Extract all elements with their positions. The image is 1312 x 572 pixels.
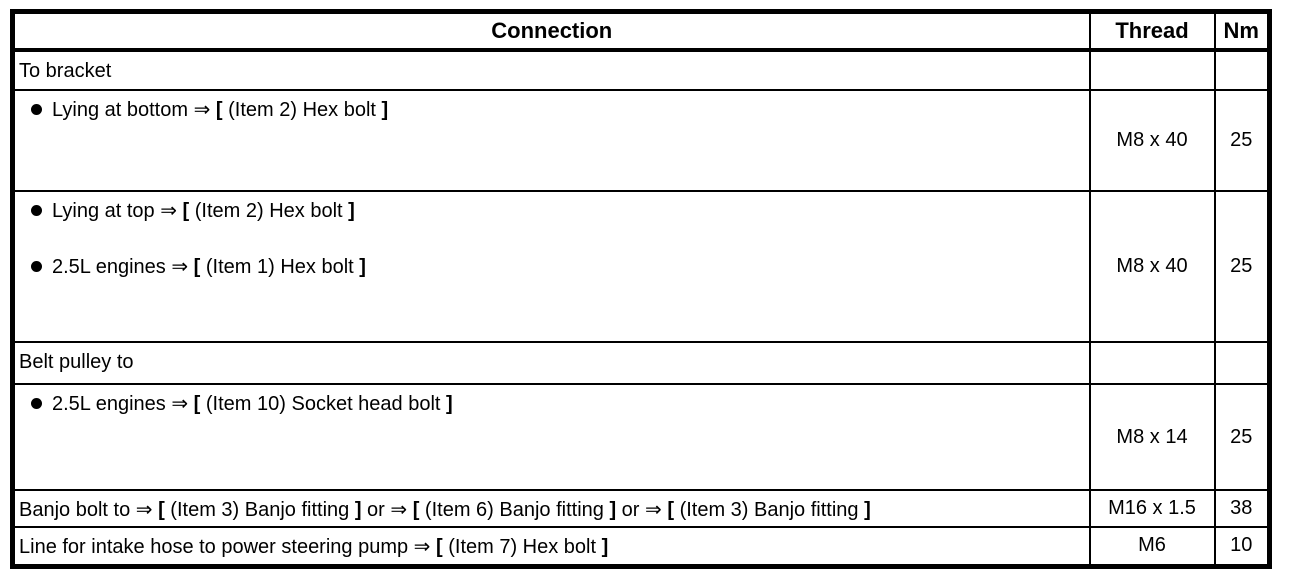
connection-line: Lying at bottom ⇒ [ (Item 2) Hex bolt ] — [19, 98, 1085, 122]
nm-cell: 25 — [1213, 190, 1271, 343]
connection-cell: Lying at bottom ⇒ [ (Item 2) Hex bolt ] — [11, 89, 1091, 192]
thread-cell: M6 — [1088, 526, 1216, 567]
bullet-icon — [31, 398, 42, 409]
connection-text: Banjo bolt to ⇒ [ (Item 3) Banjo fitting… — [19, 499, 871, 521]
connection-cell: Belt pulley to — [11, 341, 1091, 385]
connection-cell: Line for intake hose to power steering p… — [11, 526, 1091, 567]
thread-cell: M8 x 40 — [1088, 89, 1216, 192]
thread-cell — [1088, 341, 1216, 385]
table-row: Banjo bolt to ⇒ [ (Item 3) Banjo fitting… — [11, 489, 1271, 528]
connection-cell: Lying at top ⇒ [ (Item 2) Hex bolt ] 2.5L… — [11, 190, 1091, 343]
connection-text: Lying at top ⇒ [ (Item 2) Hex bolt ] — [52, 200, 355, 222]
table-row: Lying at bottom ⇒ [ (Item 2) Hex bolt ] M… — [11, 89, 1271, 192]
table-row: Lying at top ⇒ [ (Item 2) Hex bolt ] 2.5L… — [11, 190, 1271, 343]
bullet-icon — [31, 205, 42, 216]
thread-cell: M8 x 40 — [1088, 190, 1216, 343]
connection-line: Lying at top ⇒ [ (Item 2) Hex bolt ] — [19, 199, 1085, 223]
nm-cell: 38 — [1213, 489, 1271, 528]
bullet-icon — [31, 261, 42, 272]
connection-text: Lying at bottom ⇒ [ (Item 2) Hex bolt ] — [52, 99, 389, 121]
connection-cell: 2.5L engines ⇒ [ (Item 10) Socket head b… — [11, 383, 1091, 491]
connection-text: Line for intake hose to power steering p… — [19, 536, 609, 558]
thread-cell: M8 x 14 — [1088, 383, 1216, 491]
connection-text: To bracket — [19, 60, 112, 82]
connection-text: Belt pulley to — [19, 351, 134, 373]
connection-line: Banjo bolt to ⇒ [ (Item 3) Banjo fitting… — [19, 498, 1085, 522]
nm-cell: 25 — [1213, 89, 1271, 192]
connection-line: Line for intake hose to power steering p… — [19, 535, 1085, 559]
nm-cell: 10 — [1213, 526, 1271, 567]
table-row: 2.5L engines ⇒ [ (Item 10) Socket head b… — [11, 383, 1271, 491]
nm-cell — [1213, 49, 1271, 91]
table-row: Belt pulley to — [11, 341, 1271, 385]
bullet-icon — [31, 104, 42, 115]
header-connection: Connection — [11, 10, 1091, 52]
nm-cell: 25 — [1213, 383, 1271, 491]
thread-cell — [1088, 49, 1216, 91]
connection-cell: To bracket — [11, 49, 1091, 91]
header-thread: Thread — [1088, 10, 1216, 52]
connection-line: 2.5L engines ⇒ [ (Item 10) Socket head b… — [19, 392, 1085, 416]
nm-cell — [1213, 341, 1271, 385]
connection-cell: Banjo bolt to ⇒ [ (Item 3) Banjo fitting… — [11, 489, 1091, 528]
connection-line: 2.5L engines ⇒ [ (Item 1) Hex bolt ] — [19, 255, 1085, 279]
table-row: To bracket — [11, 49, 1271, 91]
header-nm: Nm — [1213, 10, 1271, 52]
thread-cell: M16 x 1.5 — [1088, 489, 1216, 528]
connection-text: 2.5L engines ⇒ [ (Item 1) Hex bolt ] — [52, 256, 366, 278]
connection-line: To bracket — [19, 59, 1085, 83]
connection-text: 2.5L engines ⇒ [ (Item 10) Socket head b… — [52, 393, 453, 415]
table-row: Line for intake hose to power steering p… — [11, 526, 1271, 567]
connection-line: Belt pulley to — [19, 350, 1085, 374]
header-row: Connection Thread Nm — [11, 10, 1271, 52]
